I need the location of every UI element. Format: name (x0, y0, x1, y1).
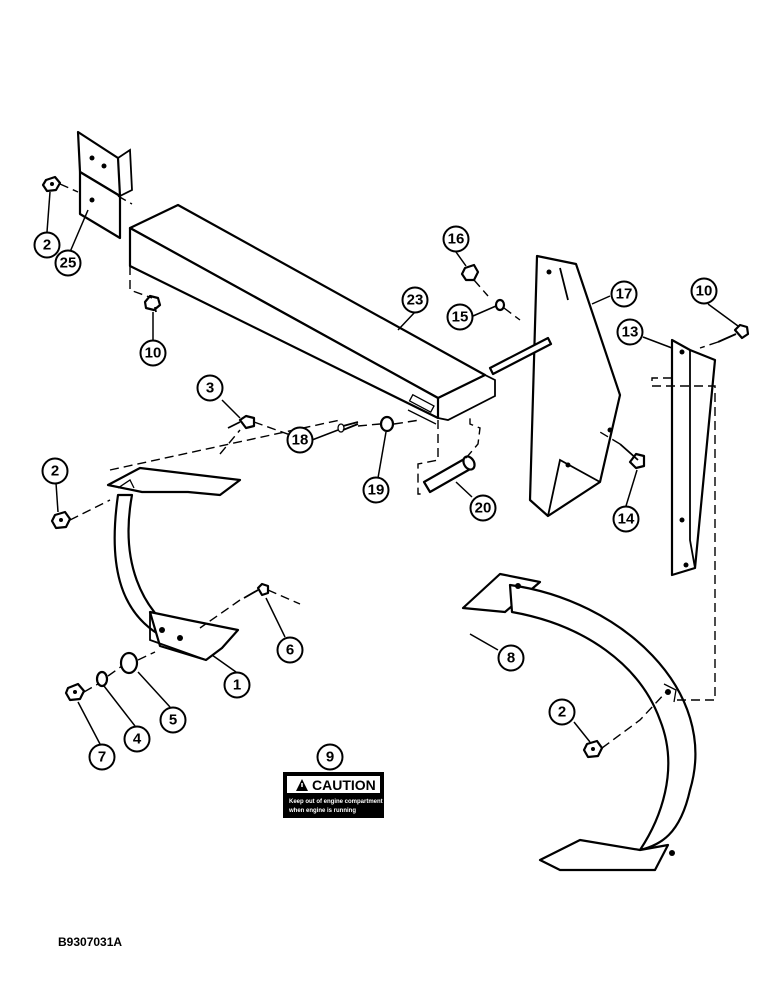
callout-1: 1 (223, 671, 251, 699)
callout-number: 2 (43, 237, 51, 254)
callout-8: 8 (497, 644, 525, 672)
callout-number: 14 (618, 511, 635, 528)
callout-2-bottom-right: 2 (548, 698, 576, 726)
callout-number: 10 (696, 283, 713, 300)
callout-number: 1 (233, 677, 241, 694)
callout-9: 9 (316, 743, 344, 771)
callout-number: 17 (616, 286, 633, 303)
callout-number: 19 (368, 482, 385, 499)
bracket-part-25 (76, 130, 133, 240)
callout-10-left: 10 (139, 339, 167, 367)
callout-number: 25 (60, 255, 77, 272)
callout-number: 2 (558, 704, 566, 721)
callout-2-top-left: 2 (33, 231, 61, 259)
callout-number: 7 (98, 749, 106, 766)
decal-line-1: Keep out of engine compartment (289, 799, 383, 805)
rod-part (488, 336, 553, 376)
callout-7: 7 (88, 743, 116, 771)
callout-number: 10 (145, 345, 162, 362)
callout-number: 3 (206, 380, 214, 397)
strap-part-1 (106, 466, 242, 662)
callout-5: 5 (159, 706, 187, 734)
callout-number: 18 (292, 432, 309, 449)
callout-number: 13 (622, 324, 639, 341)
callout-number: 8 (507, 650, 515, 667)
callout-number: 4 (133, 731, 142, 748)
callout-2-middle-left: 2 (41, 457, 69, 485)
side-plate-part-17 (528, 254, 622, 518)
callout-15: 15 (446, 303, 474, 331)
channel-part-23 (128, 203, 496, 425)
caution-decal: CAUTION Keep out of engine compartment w… (283, 772, 384, 818)
callout-19: 19 (362, 476, 390, 504)
assembly-lines (59, 183, 719, 749)
callout-10-right: 10 (690, 277, 718, 305)
callout-6: 6 (276, 636, 304, 664)
decal-header (287, 776, 380, 793)
hardware (41, 175, 750, 759)
callout-20: 20 (469, 494, 497, 522)
bracket-part-13 (670, 338, 717, 577)
callout-number: 9 (326, 749, 334, 766)
callout-18: 18 (286, 426, 314, 454)
callout-13: 13 (616, 318, 644, 346)
callout-3: 3 (196, 374, 224, 402)
strap-part-8 (461, 572, 697, 872)
callout-14: 14 (612, 505, 640, 533)
callout-4: 4 (123, 725, 151, 753)
callout-leaders (46, 191, 739, 745)
callout-number: 20 (475, 500, 492, 517)
callout-number: 16 (448, 231, 465, 248)
callout-number: 5 (169, 712, 177, 729)
callout-number: 2 (51, 463, 59, 480)
callout-number: 23 (407, 292, 424, 309)
callout-25: 25 (54, 249, 82, 277)
decal-line-2: when engine is running (288, 808, 356, 814)
figure-id: B9307031A (58, 935, 122, 949)
decal-heading: CAUTION (312, 777, 376, 793)
callout-23: 23 (401, 286, 429, 314)
callout-16: 16 (442, 225, 470, 253)
callout-number: 6 (286, 642, 294, 659)
callout-number: 15 (452, 309, 469, 326)
callout-17: 17 (610, 280, 638, 308)
pin-part-20 (422, 455, 476, 494)
